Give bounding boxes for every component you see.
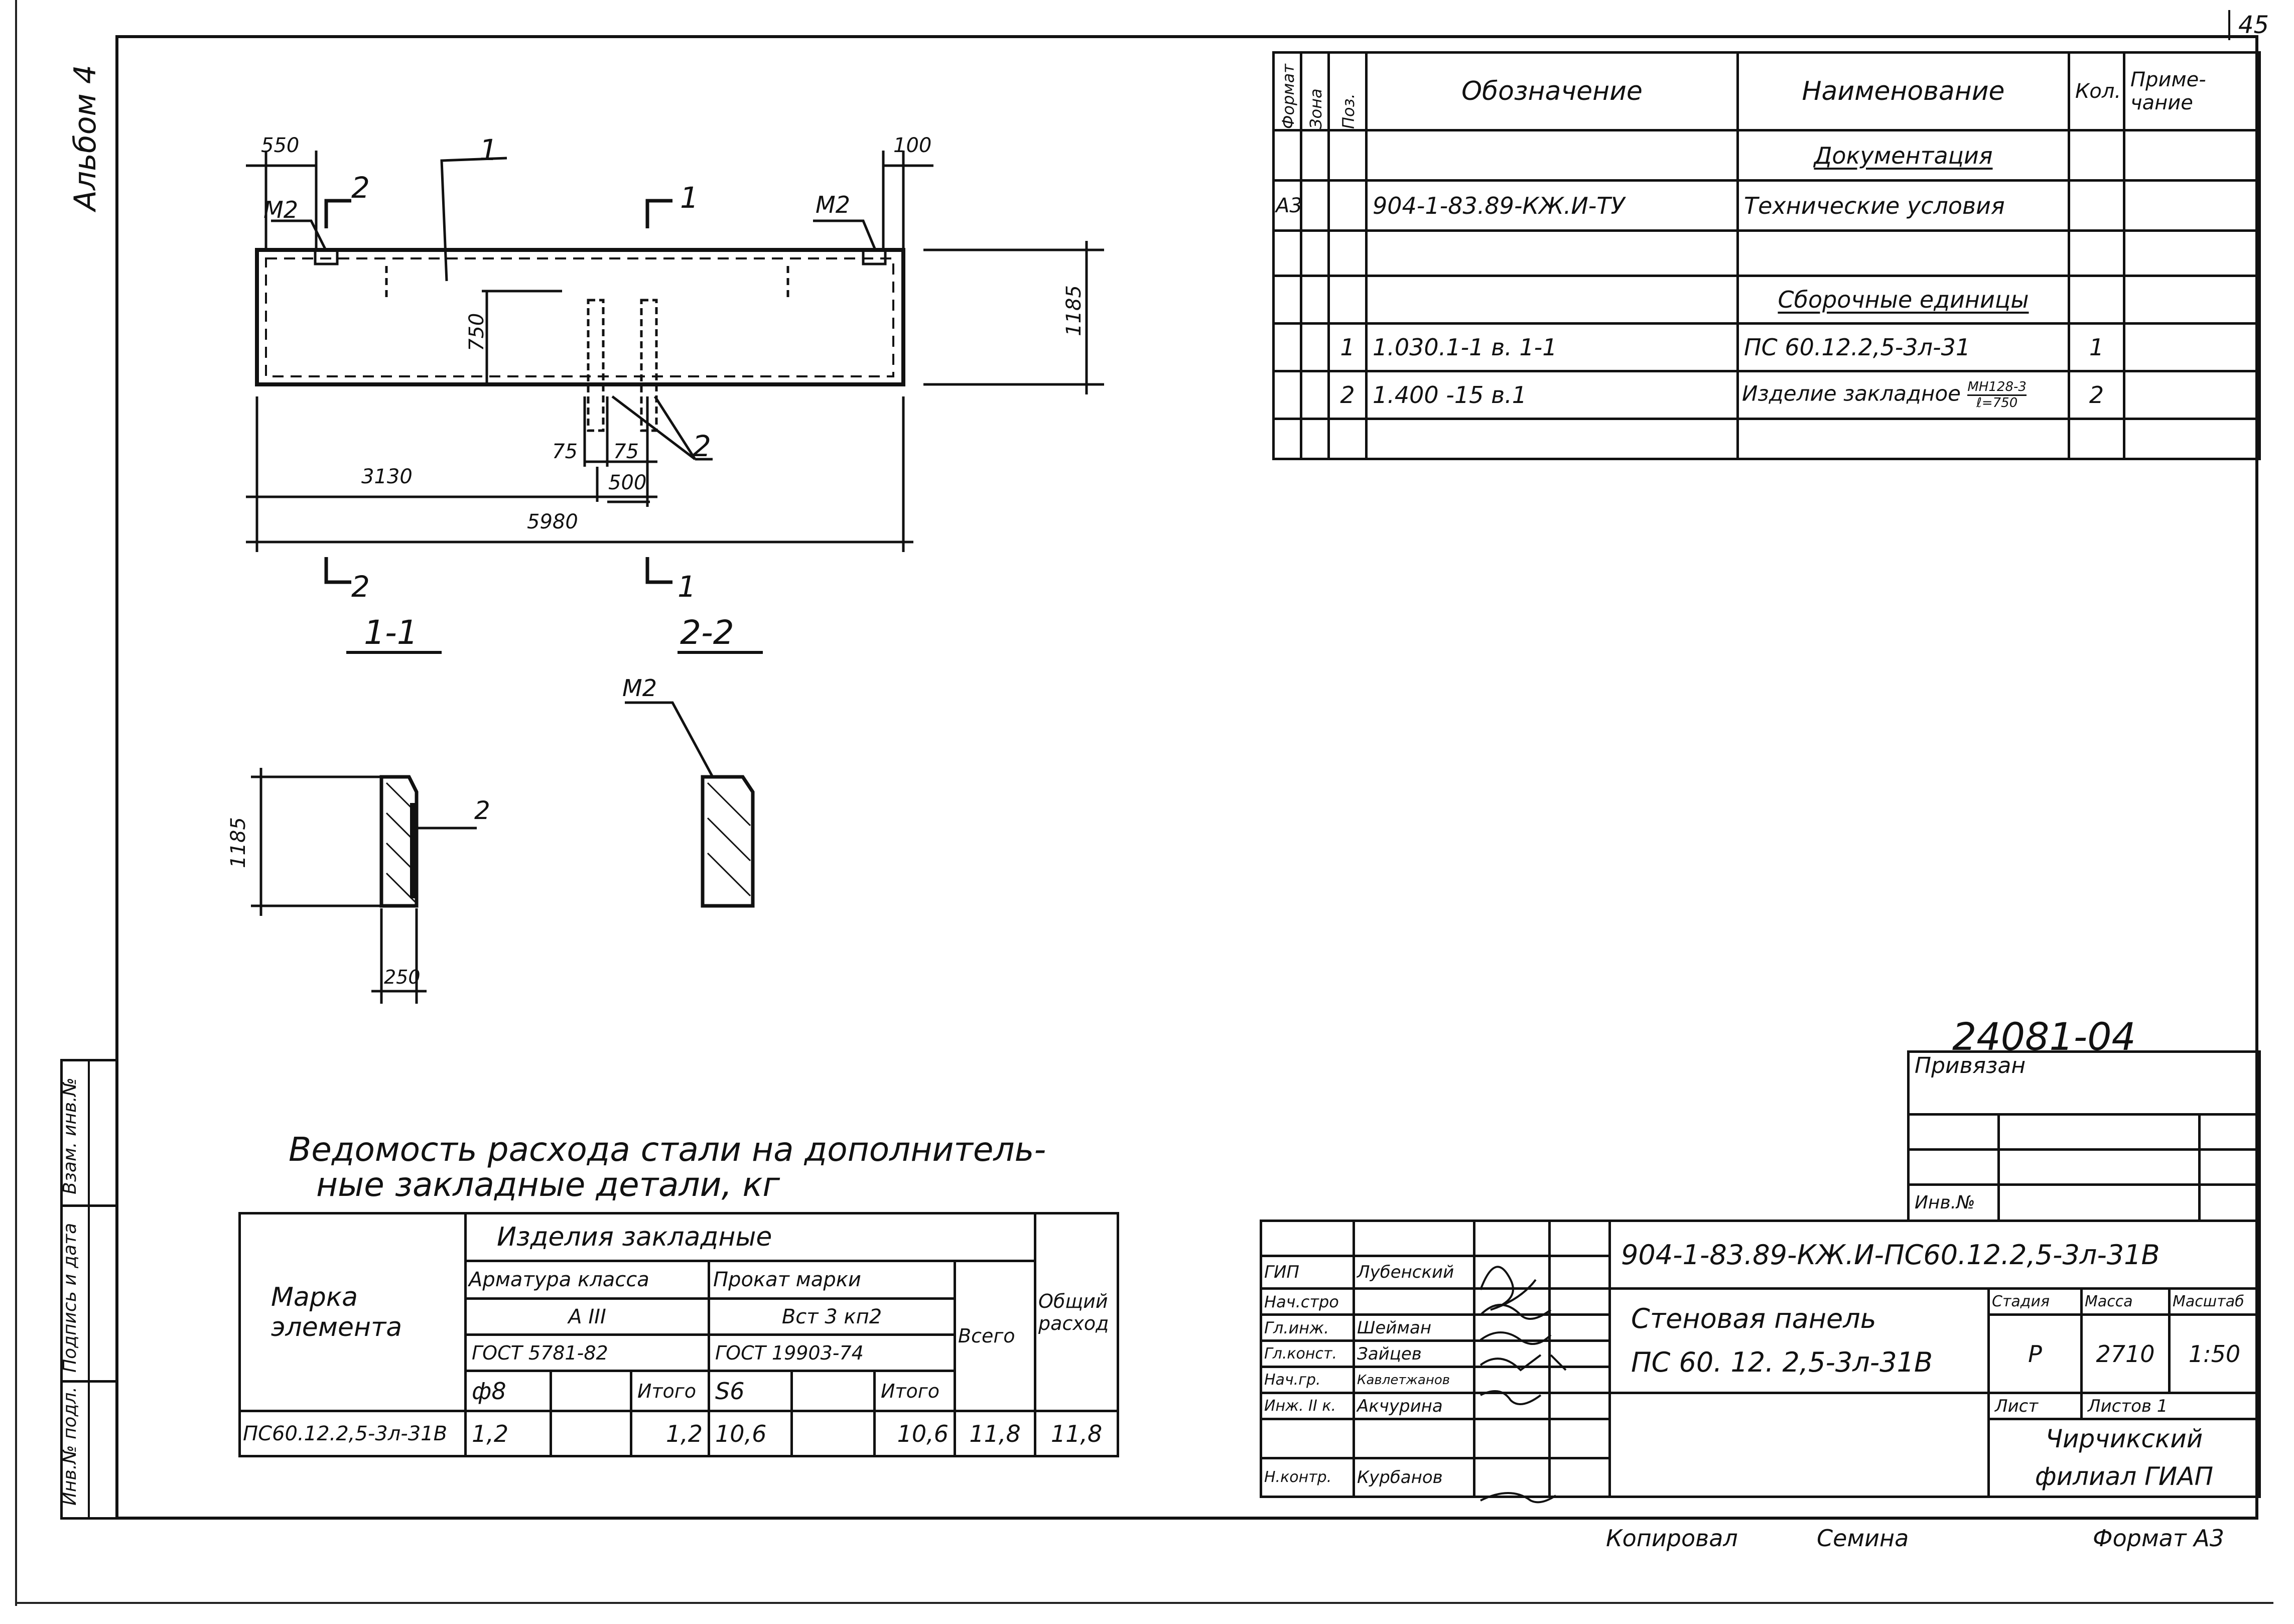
dim-100: 100 [893, 134, 932, 157]
spec-row [1272, 418, 2261, 460]
spec-header-format: Формат [1272, 51, 1302, 131]
cut-2-bottom: 2 [351, 570, 370, 604]
steel-title-line2: ные закладные детали, кг [316, 1165, 780, 1204]
steel-col-mark: Марка элемента [238, 1212, 467, 1412]
spec-header-zone: Зона [1300, 51, 1330, 131]
panel-outline [255, 248, 905, 386]
dim-500: 500 [608, 471, 647, 494]
panel-inner-dashed [265, 257, 894, 377]
inv-no-label: Инв.№ [1907, 1183, 2000, 1222]
dim-250: 250 [384, 966, 421, 988]
steel-rolled-grade-label: Прокат марки [708, 1260, 956, 1300]
spec-row: Сборочные единицы [1272, 275, 2261, 325]
title-block-scale: 1:50 [2168, 1313, 2261, 1394]
steel-col-overall: Общий расход [1034, 1212, 1120, 1412]
steel-sub-d8: ф8 [464, 1370, 552, 1412]
spec-row-name: Сборочные единицы [1736, 275, 2070, 325]
spec-header-note: Приме- чание [2123, 51, 2261, 131]
side-inv-orig: Инв.№ подл. [60, 1387, 80, 1506]
position-2-section-label: 2 [474, 796, 490, 825]
steel-sub-itogo2: Итого [873, 1370, 956, 1412]
loop-left [587, 299, 605, 432]
footer-copied-by: Семина [1817, 1525, 1909, 1552]
privyazan-label: Привязан [1907, 1050, 2261, 1116]
steel-rolled-grade: Вст 3 кп2 [708, 1297, 956, 1336]
dim-550: 550 [261, 134, 300, 157]
mark-m2-right: М2 [816, 191, 850, 218]
page-number: 45 [2238, 11, 2269, 39]
spec-header-qty: Кол. [2068, 51, 2125, 131]
dim-1185: 1185 [1062, 285, 1086, 336]
spec-row-name: Документация [1736, 129, 2070, 182]
side-sign-date: Подпись и дата [60, 1223, 80, 1373]
page-number-box [2228, 10, 2275, 40]
spec-header-name: Наименование [1736, 51, 2070, 131]
dim-5980: 5980 [527, 510, 578, 533]
footer-copied-label: Копировал [1606, 1525, 1738, 1552]
spec-row-name-embedded: Изделие закладное МН128-3 ℓ=750 [1736, 370, 2070, 420]
section-title-1-1: 1-1 [364, 613, 418, 652]
footer-format: Формат А3 [2093, 1525, 2224, 1552]
title-block-mass: 2710 [2080, 1313, 2171, 1394]
position-2-label: 2 [693, 429, 711, 463]
privyazan-table: Привязан Инв.№ [1907, 1050, 2261, 1222]
outer-bottom-edge [15, 1602, 2273, 1604]
embed-right [862, 248, 887, 265]
section-2-2-shape [701, 775, 755, 908]
dim-75-left: 75 [552, 440, 578, 463]
cut-1-top: 1 [680, 181, 699, 215]
section-1-1-shape [379, 775, 419, 908]
steel-rebar-gost: ГОСТ 5781-82 [464, 1333, 710, 1372]
steel-row-mark: ПС60.12.2,5-3л-31В [238, 1410, 467, 1457]
mark-m2-section: М2 [622, 674, 657, 702]
spec-header-pos: Поз. [1327, 51, 1368, 131]
dim-750: 750 [465, 313, 488, 351]
steel-sub-s6: S6 [708, 1370, 793, 1412]
dim-1185-section: 1185 [227, 817, 250, 868]
steel-col-total: Всего [953, 1260, 1037, 1412]
position-1-label: 1 [479, 133, 498, 167]
dim-3130: 3130 [361, 465, 413, 488]
mark-m2-left: М2 [263, 196, 298, 223]
side-instead-inv: Взам. инв.№ [60, 1077, 80, 1194]
title-block-code: 904-1-83.89-КЖ.И-ПС60.12.2,5-3л-31В [1608, 1220, 2261, 1290]
dim-75-right: 75 [613, 440, 639, 463]
spec-row: А3 904-1-83.89-КЖ.И-ТУ Технические услов… [1272, 179, 2261, 232]
title-block-org: Чирчикский филиал ГИАП [1987, 1418, 2261, 1498]
steel-group-header: Изделия закладные [464, 1212, 1037, 1262]
outer-left-edge [15, 0, 17, 1606]
cut-2-top: 2 [351, 171, 370, 205]
title-block-sheets: Листов 1 [2080, 1392, 2261, 1420]
steel-rolled-gost: ГОСТ 19903-74 [708, 1333, 956, 1372]
steel-rebar-class: Арматура класса [464, 1260, 710, 1300]
steel-table: Марка элемента Изделия закладные Общий р… [238, 1212, 1120, 1457]
document-code: 24081-04 [1952, 1014, 2136, 1059]
sheet-frame [115, 35, 2258, 1520]
steel-sub-itogo1: Итого [630, 1370, 710, 1412]
embed-left [314, 248, 339, 265]
spec-header-designation: Обозначение [1365, 51, 1739, 131]
title-block-stage: Р [1987, 1313, 2083, 1394]
spec-row [1272, 229, 2261, 277]
specification-table: Формат Зона Поз. Обозначение Наименовани… [1272, 51, 2261, 460]
steel-title-line1: Ведомость расхода стали на дополнитель- [289, 1130, 1046, 1169]
title-block: 904-1-83.89-КЖ.И-ПС60.12.2,5-3л-31В ГИП … [1260, 1220, 2261, 1498]
steel-rebar-grade: А III [464, 1297, 710, 1336]
title-block-sheet: Лист [1987, 1392, 2083, 1420]
section-title-2-2: 2-2 [680, 613, 734, 652]
loop-right [640, 299, 658, 432]
steel-data-row: ПС60.12.2,5-3л-31В 1,2 1,2 10,6 10,6 11,… [238, 1410, 1120, 1457]
spec-row: Документация [1272, 129, 2261, 182]
cut-1-bottom: 1 [678, 570, 696, 604]
title-block-title: Стеновая панель ПС 60. 12. 2,5-3л-31В [1608, 1287, 1990, 1394]
